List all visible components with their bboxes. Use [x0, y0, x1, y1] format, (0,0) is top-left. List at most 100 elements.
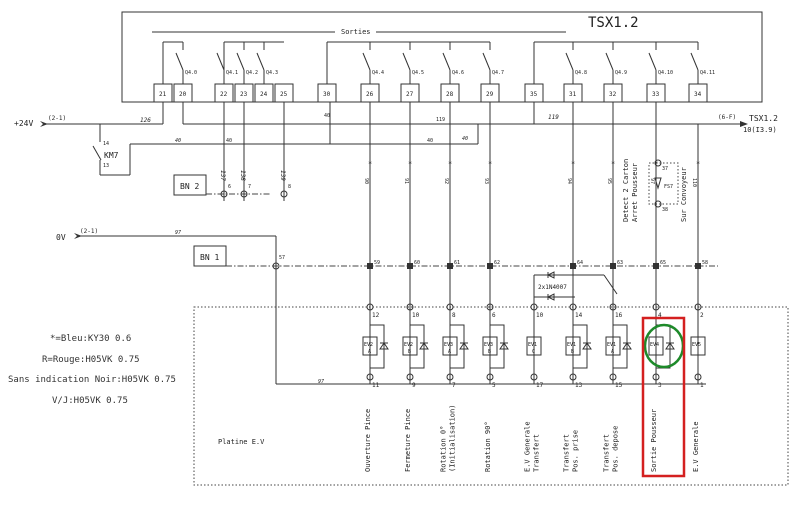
output-address: Q4.10 [658, 70, 673, 76]
valve-function-label: Pos. prise [572, 430, 580, 472]
output-ref-line1: TSX1.2 [749, 114, 778, 123]
valve-function-label: Fermeture Pince [404, 409, 412, 472]
plate-bottom-terminal-label: 13 [575, 382, 583, 389]
blue-wire-marker: * [488, 160, 492, 168]
plate-bottom-terminal [446, 373, 454, 381]
bn1-label: BN 1 [200, 253, 219, 262]
output-address: Q4.2 [246, 70, 258, 76]
valve-function-label: Transfert [563, 434, 571, 472]
plate-top-terminal-label: 8 [452, 312, 456, 319]
flyback-diode-wire [410, 324, 425, 369]
fs7-terminal-37-label: 37 [662, 166, 668, 172]
output-address: Q4.6 [452, 70, 464, 76]
diode-2-icon [546, 293, 555, 301]
channel-wire-label: 94 [566, 178, 572, 184]
blue-wire-marker: * [571, 160, 575, 168]
flyback-diode-icon [622, 342, 632, 350]
bn1-terminal [487, 263, 493, 269]
plate-top-terminal-label: 4 [658, 312, 662, 319]
diodes-label: 2x1N4007 [538, 284, 567, 291]
fs7-sensor-icon [654, 177, 662, 190]
plate-top-terminal-label: 10 [412, 312, 420, 319]
blue-wire-marker: * [408, 160, 412, 168]
channel-wire-label: 92 [443, 178, 449, 184]
output-address: Q4.4 [372, 70, 384, 76]
plc-terminal-label: 20 [179, 91, 187, 98]
channel-wire-label: 110 [691, 178, 697, 187]
output-arrow-icon [740, 121, 748, 127]
bn2-wire-label: 137 [219, 170, 226, 181]
sorties-label: Sorties [341, 28, 371, 36]
plate-bottom-terminal [569, 373, 577, 381]
channel-wire-label: 93 [483, 178, 489, 184]
plc-terminal-label: 26 [366, 91, 374, 98]
bn1-terminal-label: 64 [577, 260, 583, 266]
fs7-label: FS7 [664, 184, 673, 190]
plate-bottom-terminal-label: 15 [615, 382, 623, 389]
bn1-box [193, 245, 227, 267]
contact-blade [216, 52, 225, 71]
plate-bottom-terminal-label: 5 [492, 382, 496, 389]
contact-blade [402, 52, 411, 71]
contact-blade [482, 52, 491, 71]
legend-black-wire: Sans indication Noir:H05VK 0.75 [8, 375, 176, 385]
bn1-terminal-label: 60 [414, 260, 420, 266]
bn1-terminal [653, 263, 659, 269]
bn1-terminal-label: 58 [702, 260, 708, 266]
blue-wire-marker: * [448, 160, 452, 168]
bn2-wire-label: 139 [279, 170, 286, 181]
bn1-terminal [570, 263, 576, 269]
plate-bottom-terminal [366, 373, 374, 381]
plc-terminal-label: 34 [694, 91, 702, 98]
flyback-diode-wire [490, 324, 505, 369]
plate-top-terminal [530, 303, 538, 311]
valve-name: EV1 [567, 342, 576, 348]
bn1-terminal-label: 65 [660, 260, 666, 266]
valve-name: EV1 [607, 342, 616, 348]
fs7-sensor-box [648, 162, 679, 205]
diode-1-icon [546, 271, 555, 279]
output-address: Q4.7 [492, 70, 504, 76]
channels: *9059*9160*9261*9362*9464*9563*9765*1105… [363, 102, 708, 307]
contact-blade [648, 52, 657, 71]
channel-wire-label: 90 [363, 178, 369, 184]
plc-terminal-label: 32 [609, 91, 617, 98]
bn2-terminal [220, 190, 228, 198]
plus24v-ref: (2-1) [48, 115, 66, 122]
solenoid-valve [648, 336, 664, 356]
bn2-terminal-label: 8 [288, 184, 291, 190]
valve-name: EV5 [692, 342, 701, 348]
solenoid-valve [442, 336, 458, 356]
bn2-terminal [280, 190, 288, 198]
channel-wire-label: 97 [649, 178, 655, 184]
valve-name: EV2 [364, 342, 373, 348]
plc-terminal-label: 28 [446, 91, 454, 98]
wire-119-label-a: 119 [436, 117, 445, 123]
plate-top-terminal [609, 303, 617, 311]
bn1-terminal [367, 263, 373, 269]
valve-function-label: Sortie Pousseur [650, 409, 658, 472]
wire-97-label: 97 [175, 230, 181, 236]
plc-terminal-label: 21 [159, 91, 167, 98]
plc-terminal-label: 31 [569, 91, 577, 98]
flyback-diode-icon [582, 342, 592, 350]
plate-top-terminal [486, 303, 494, 311]
contact-blade [175, 52, 184, 71]
plc-terminal-label: 33 [652, 91, 660, 98]
valve-function-label: Rotation 0° [440, 426, 448, 472]
flyback-diode-wire [370, 324, 385, 369]
valve-sub: A [611, 349, 614, 355]
km7-contact-14: 14 [103, 141, 109, 147]
plate-bottom-terminal [530, 373, 538, 381]
valve-function-label: Transfert [603, 434, 611, 472]
bn2-box [173, 174, 207, 196]
plate-bottom-terminal-label: 1 [700, 382, 704, 389]
flyback-diode-icon [379, 342, 389, 350]
plc-terminal-label: 23 [240, 91, 248, 98]
output-address: Q4.9 [615, 70, 627, 76]
plate-bottom-terminal [652, 373, 660, 381]
